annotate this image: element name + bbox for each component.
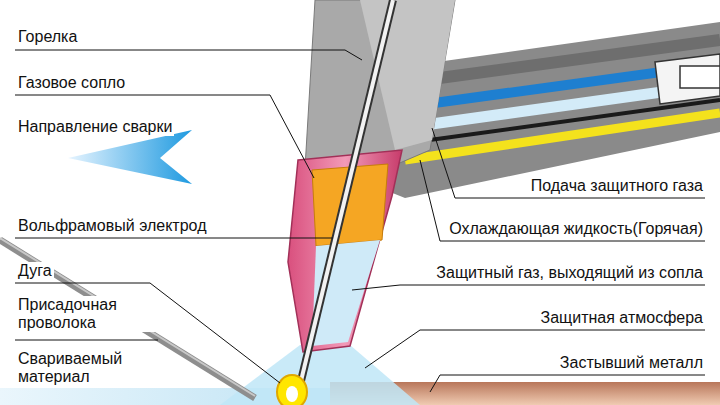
filler-wire-highlight <box>0 238 255 396</box>
filler-wire <box>0 240 255 398</box>
welding-arc-core <box>286 386 298 402</box>
part-label: Подача защитного газа <box>529 177 705 195</box>
gas-nozzle <box>288 150 402 352</box>
leader-line <box>430 375 705 392</box>
hose-end-fitting <box>655 54 720 104</box>
tungsten-electrode <box>300 0 393 385</box>
part-label: Защитная атмосфера <box>539 309 705 327</box>
part-label: Защитный газ, выходящий из сопла <box>434 264 705 282</box>
welding-arc <box>277 375 307 405</box>
part-label: Свариваемый материал <box>16 350 160 386</box>
direction-arrow <box>68 130 192 184</box>
part-label: Застывший металл <box>558 354 705 372</box>
part-label: Дуга <box>16 262 54 280</box>
coolant-band <box>405 113 720 160</box>
tungsten-electrode-face <box>300 0 393 385</box>
part-label: Присадочная проволока <box>16 296 160 332</box>
hose-end-fitting <box>680 66 720 88</box>
leader-line <box>15 238 333 239</box>
leader-line <box>420 160 705 241</box>
leader-line <box>15 50 362 60</box>
part-label: Направление сварки <box>16 118 174 136</box>
leader-line <box>15 340 158 341</box>
part-label: Горелка <box>16 28 79 46</box>
leader-line <box>352 285 705 290</box>
part-label: Охлаждающая жидкость(Горячая) <box>447 220 705 238</box>
part-label: Вольфрамовый электрод <box>16 217 208 235</box>
torch-body <box>305 0 455 168</box>
part-label: Газовое сопло <box>16 74 127 92</box>
leader-line <box>15 95 314 178</box>
leader-line <box>432 128 705 198</box>
